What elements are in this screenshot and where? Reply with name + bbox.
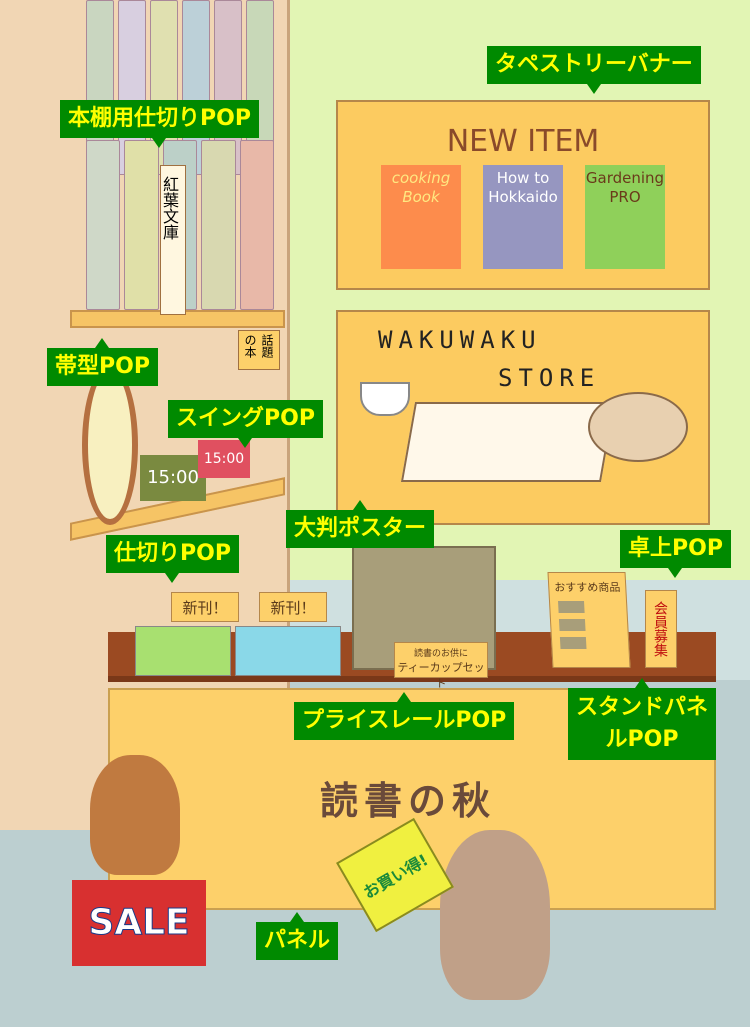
book-cover: Gardening PRO <box>585 165 665 269</box>
book <box>86 140 121 310</box>
price-rail-line2: ティーカップセット <box>397 661 485 690</box>
poster-line1: WAKUWAKU <box>378 326 542 354</box>
divider-pop-card: 新刊！ <box>171 592 239 622</box>
price-rail-line1: 読書のお供に <box>413 649 468 659</box>
tapestry-title: NEW ITEM <box>446 124 600 159</box>
product-thumb <box>559 637 587 649</box>
label-tapestry: タペストリーバナー <box>487 46 701 94</box>
book <box>124 140 159 310</box>
swing-pop: 話題の本 <box>238 330 280 370</box>
poster-line2: STORE <box>498 364 601 392</box>
shelf-divider-pop: 紅葉文庫 <box>160 165 186 315</box>
label-divider: 仕切りPOP <box>106 535 239 583</box>
book <box>239 140 275 310</box>
book-stack <box>235 626 341 676</box>
label-panel: パネル <box>256 912 339 960</box>
label-shelf-divider: 本棚用仕切りPOP <box>60 100 259 148</box>
product-thumb <box>558 619 586 631</box>
label-price-rail: プライスレールPOP <box>294 692 515 740</box>
squirrel-right <box>440 830 550 1000</box>
tabletop-pop: 会員募集 <box>645 590 677 668</box>
stand-panel-pop: おすすめ商品 <box>547 572 631 668</box>
stand-panel-title: おすすめ商品 <box>553 581 621 594</box>
counter-text: 読書の秋 <box>320 779 497 823</box>
label-tabletop: 卓上POP <box>620 530 731 578</box>
book-racks: 新刊！ 新刊！ <box>135 592 345 682</box>
book-cover: How to Hokkaido <box>483 165 563 269</box>
product-thumb <box>558 601 585 613</box>
clock <box>82 365 138 525</box>
large-poster: WAKUWAKU STORE <box>336 310 710 525</box>
label-swing: スイングPOP <box>168 400 323 448</box>
book <box>201 140 236 310</box>
divider-pop-card: 新刊！ <box>259 592 327 622</box>
flying-squirrel <box>588 392 688 462</box>
book-cover: cooking Book <box>381 165 461 269</box>
sale-sign: SALE <box>72 880 206 966</box>
open-book <box>400 402 616 482</box>
label-stand-panel: スタンドパネルPOP <box>568 678 716 760</box>
label-band: 帯型POP <box>47 338 158 386</box>
tapestry-banner: NEW ITEM cooking Book How to Hokkaido Ga… <box>336 100 710 290</box>
coffee-cup <box>360 382 410 416</box>
digital-clock: 15:00 <box>140 455 206 501</box>
label-large-poster: 大判ポスター <box>286 500 435 548</box>
squirrel-left <box>90 755 180 875</box>
book-stack <box>135 626 231 676</box>
price-rail-pop: 読書のお供に ティーカップセット <box>394 642 488 690</box>
